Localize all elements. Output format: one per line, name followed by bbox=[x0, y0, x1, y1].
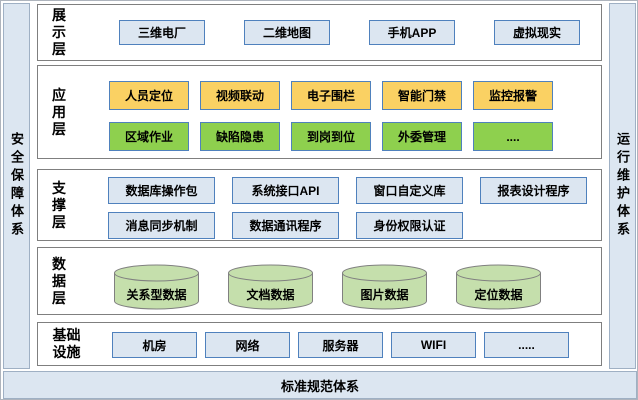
presentation-row: 三维电厂 二维地图 手机APP 虚拟现实 bbox=[119, 20, 580, 45]
layer-presentation-label: 展示层 bbox=[51, 5, 67, 60]
diagram-box: 视频联动 bbox=[200, 81, 280, 110]
layer-label-text: 应用层 bbox=[52, 86, 66, 137]
diagram-box: 监控报警 bbox=[473, 81, 553, 110]
layer-presentation: 展示层 三维电厂 二维地图 手机APP 虚拟现实 bbox=[37, 4, 602, 61]
layer-label-text: 基础设施 bbox=[52, 327, 81, 360]
cylinder-label: 文档数据 bbox=[246, 287, 295, 302]
cylinder-icon bbox=[228, 264, 313, 310]
cylinder-icon bbox=[342, 264, 427, 310]
layer-data: 数据层 关系型数据 文档数据 bbox=[37, 247, 602, 315]
diagram-box: 手机APP bbox=[369, 20, 455, 45]
diagram-box: .... bbox=[473, 122, 553, 151]
diagram-box: 身份权限认证 bbox=[356, 212, 463, 239]
left-sidebar-security: 安全保障体系 bbox=[3, 3, 30, 369]
infrastructure-row: 机房 网络 服务器 WIFI ..... bbox=[112, 332, 569, 358]
layer-support-label: 支撑层 bbox=[51, 170, 67, 240]
application-row-1: 人员定位 视频联动 电子围栏 智能门禁 监控报警 bbox=[109, 81, 553, 110]
diagram-box: ..... bbox=[484, 332, 569, 358]
diagram-box: 系统接口API bbox=[232, 177, 339, 204]
right-sidebar-operations: 运行维护体系 bbox=[609, 3, 636, 369]
layer-application: 应用层 人员定位 视频联动 电子围栏 智能门禁 监控报警 区域作业 缺陷隐患 到… bbox=[37, 65, 602, 159]
support-row-2: 消息同步机制 数据通讯程序 身份权限认证 bbox=[108, 212, 463, 239]
diagram-box: 数据通讯程序 bbox=[232, 212, 339, 239]
cylinder-label: 关系型数据 bbox=[126, 287, 187, 302]
diagram-box: 电子围栏 bbox=[291, 81, 371, 110]
diagram-box: 网络 bbox=[205, 332, 290, 358]
diagram-box: 区域作业 bbox=[109, 122, 189, 151]
diagram-box: 消息同步机制 bbox=[108, 212, 215, 239]
diagram-box: 智能门禁 bbox=[382, 81, 462, 110]
layer-label-text: 支撑层 bbox=[52, 179, 66, 230]
layer-infrastructure-label: 基础设施 bbox=[51, 323, 82, 365]
diagram-box: 服务器 bbox=[298, 332, 383, 358]
layer-data-label: 数据层 bbox=[51, 248, 67, 314]
diagram-box: 报表设计程序 bbox=[480, 177, 587, 204]
diagram-box: 窗口自定义库 bbox=[356, 177, 463, 204]
data-row: 关系型数据 文档数据 图片数据 bbox=[114, 264, 541, 310]
application-row-2: 区域作业 缺陷隐患 到岗到位 外委管理 .... bbox=[109, 122, 553, 151]
diagram-box: 人员定位 bbox=[109, 81, 189, 110]
cylinder-icon bbox=[114, 264, 199, 310]
cylinder-label: 定位数据 bbox=[474, 287, 523, 302]
diagram-box: 三维电厂 bbox=[119, 20, 205, 45]
diagram-box: 到岗到位 bbox=[291, 122, 371, 151]
layer-application-label: 应用层 bbox=[51, 66, 67, 158]
database-cylinder: 关系型数据 bbox=[114, 264, 199, 310]
cylinder-label: 图片数据 bbox=[360, 287, 409, 302]
bottom-bar-label: 标准规范体系 bbox=[280, 378, 359, 394]
right-sidebar-label: 运行维护体系 bbox=[615, 132, 630, 240]
database-cylinder: 定位数据 bbox=[456, 264, 541, 310]
support-row-1: 数据库操作包 系统接口API 窗口自定义库 报表设计程序 bbox=[108, 177, 587, 204]
left-sidebar-label: 安全保障体系 bbox=[9, 132, 24, 240]
diagram-box: 缺陷隐患 bbox=[200, 122, 280, 151]
bottom-bar-standards: 标准规范体系 bbox=[3, 371, 637, 399]
diagram-box: 数据库操作包 bbox=[108, 177, 215, 204]
layer-infrastructure: 基础设施 机房 网络 服务器 WIFI ..... bbox=[37, 322, 602, 366]
diagram-box: 机房 bbox=[112, 332, 197, 358]
cylinder-icon bbox=[456, 264, 541, 310]
diagram-box: 外委管理 bbox=[382, 122, 462, 151]
database-cylinder: 文档数据 bbox=[228, 264, 313, 310]
diagram-box: WIFI bbox=[391, 332, 476, 358]
diagram-box: 二维地图 bbox=[244, 20, 330, 45]
layer-support: 支撑层 数据库操作包 系统接口API 窗口自定义库 报表设计程序 消息同步机制 … bbox=[37, 169, 602, 241]
diagram-box: 虚拟现实 bbox=[494, 20, 580, 45]
database-cylinder: 图片数据 bbox=[342, 264, 427, 310]
layer-label-text: 数据层 bbox=[52, 255, 66, 306]
layer-label-text: 展示层 bbox=[52, 7, 66, 57]
